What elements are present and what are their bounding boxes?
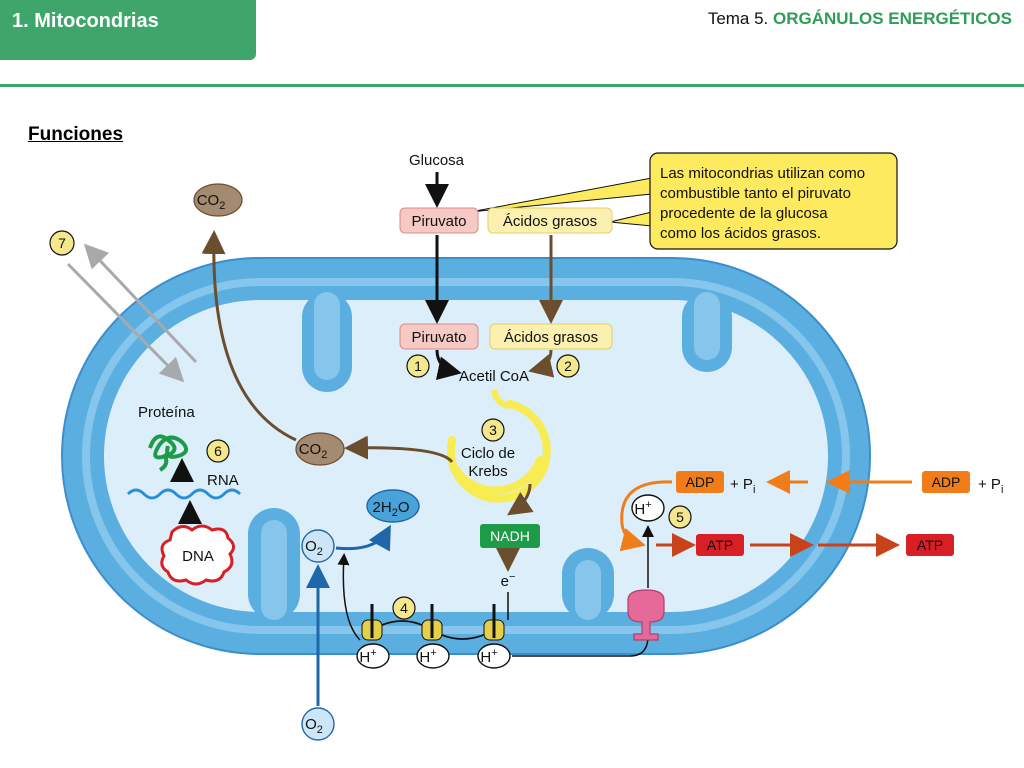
dna-icon <box>160 524 235 586</box>
svg-text:3: 3 <box>489 422 497 438</box>
electron-label: e− <box>501 571 516 590</box>
pyruvate-to-acetyl-arrow <box>435 349 462 381</box>
atp-inner-box <box>696 534 744 556</box>
etc-complex <box>361 604 383 641</box>
piruvato-inner-box <box>399 323 479 350</box>
acidos-inner-box <box>489 323 613 350</box>
rna-label: RNA <box>207 472 239 489</box>
nadh-box <box>480 524 540 548</box>
electron-transport-chain: 4 <box>361 596 505 641</box>
protein-icon <box>148 434 189 472</box>
proton-return-arrow <box>337 553 361 641</box>
svg-text:H+: H+ <box>480 647 497 666</box>
svg-text:O2: O2 <box>305 538 323 558</box>
o2-oval-outer: O2 <box>301 707 335 741</box>
atp-inner-label: ATP <box>707 537 733 553</box>
svg-text:como los ácidos grasos.: como los ácidos grasos. <box>660 225 821 242</box>
callout-line-1: Las mitocondrias utilizan como <box>660 165 865 182</box>
adp-inner-label: ADP <box>686 474 715 490</box>
step-badge-5: 5 <box>668 505 692 529</box>
svg-text:procedente de la glucosa: procedente de la glucosa <box>660 205 828 222</box>
svg-text:4: 4 <box>400 600 408 616</box>
step-badge-6: 6 <box>206 439 230 463</box>
diagram-heading: Funciones <box>28 124 124 145</box>
acidos-inner-label: Ácidos grasos <box>504 329 598 346</box>
callout-line-2: combustible tanto el piruvato <box>660 185 851 202</box>
proton-3: H+ <box>477 643 511 669</box>
acidos-outer-box <box>487 207 613 234</box>
import-export-arrow-out <box>83 243 198 364</box>
topic-number: Tema 5. <box>707 9 769 28</box>
acidos-outer-label: Ácidos grasos <box>503 213 597 230</box>
proteina-label: Proteína <box>138 404 195 421</box>
inner-membrane <box>90 286 842 626</box>
etc-complex <box>421 604 443 641</box>
krebs-label-line2: Krebs <box>468 463 507 480</box>
water-oval: 2H2O <box>366 489 420 523</box>
topic-header: Tema 5. ORGÁNULOS ENERGÉTICOS <box>708 9 1012 29</box>
acetil-coa-label: Acetil CoA <box>459 368 529 385</box>
header-divider <box>0 84 1024 87</box>
rna-strand-icon <box>126 488 242 500</box>
callout-line-4: como los ácidos grasos. <box>660 225 821 242</box>
step-badge-2: 2 <box>556 354 580 378</box>
dna-label: DNA <box>182 548 214 565</box>
adp-outer-box <box>922 471 970 493</box>
callout-line-3: procedente de la glucosa <box>660 205 828 222</box>
atp-outer-box <box>906 534 954 556</box>
o2-water-arrow <box>335 524 391 552</box>
krebs-co2-arrow <box>344 435 454 464</box>
co2-oval-outer: CO2 <box>193 183 243 217</box>
co2-oval-inner: CO2 <box>295 432 345 466</box>
svg-text:2H2O: 2H2O <box>373 499 410 519</box>
step-badge-4: 4 <box>392 596 416 620</box>
proton-1: H+ <box>356 643 390 669</box>
step-badge-7: 7 <box>49 230 75 256</box>
piruvato-outer-box <box>399 207 479 234</box>
etc-complex <box>483 604 505 641</box>
mitochondrion <box>61 257 871 655</box>
glucosa-label: Glucosa <box>409 152 465 169</box>
svg-text:O2: O2 <box>305 716 323 736</box>
topic-title: ORGÁNULOS ENERGÉTICOS <box>773 9 1012 28</box>
nadh-label: NADH <box>490 528 530 544</box>
atp-synthase <box>627 589 665 641</box>
svg-text:5: 5 <box>676 509 684 525</box>
step-badge-1: 1 <box>406 354 430 378</box>
svg-text:CO2: CO2 <box>197 192 226 212</box>
proton-2: H+ <box>416 643 450 669</box>
svg-text:H+: H+ <box>634 499 651 518</box>
svg-text:6: 6 <box>214 443 222 459</box>
adp-inner-box <box>676 471 724 493</box>
atp-outer-label: ATP <box>917 537 943 553</box>
svg-text:1: 1 <box>414 358 422 374</box>
adp-outer-label: ADP <box>932 474 961 490</box>
svg-text:7: 7 <box>58 235 66 251</box>
import-export-arrow-in <box>66 262 185 383</box>
svg-text:H+: H+ <box>359 647 376 666</box>
piruvato-inner-label: Piruvato <box>411 329 466 346</box>
svg-text:combustible tanto el piruvato: combustible tanto el piruvato <box>660 185 851 202</box>
svg-text:H+: H+ <box>419 647 436 666</box>
proton-synthase: H+ <box>631 494 665 522</box>
co2-export-arrow <box>201 230 297 442</box>
fa-to-acetyl-arrow <box>528 349 555 378</box>
o2-oval-inner: O2 <box>301 529 335 563</box>
svg-text:2: 2 <box>564 358 572 374</box>
krebs-cycle: Ciclo de Krebs 3 <box>446 389 551 503</box>
section-title-tab: 1. Mitocondrias <box>0 0 256 60</box>
adp-to-atp-arrow <box>619 480 673 552</box>
pi-outer-label: + Pi <box>978 476 1003 496</box>
callout-note: Las mitocondrias utilizan como combustib… <box>469 152 898 250</box>
svg-text:CO2: CO2 <box>299 441 328 461</box>
svg-text:Las mitocondrias utilizan como: Las mitocondrias utilizan como <box>660 165 865 182</box>
piruvato-outer-label: Piruvato <box>411 213 466 230</box>
step-badge-3: 3 <box>481 418 505 442</box>
krebs-nadh-arrow <box>507 483 534 516</box>
pi-inner-label: + Pi <box>730 476 755 496</box>
krebs-label-line1: Ciclo de <box>461 445 515 462</box>
